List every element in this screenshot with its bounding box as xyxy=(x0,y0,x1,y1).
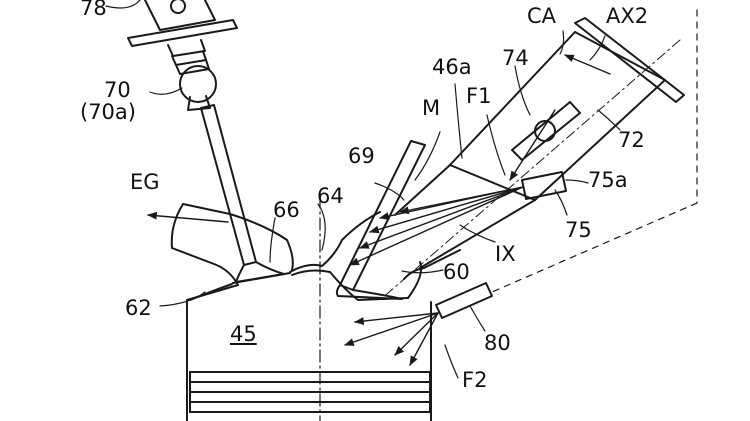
label-72: 72 xyxy=(618,128,645,152)
exhaust-valve xyxy=(200,104,291,284)
label-ax2: AX2 xyxy=(606,4,649,28)
rocker-arm-assembly xyxy=(127,0,238,75)
label-62: 62 xyxy=(125,296,152,320)
tumble-valve xyxy=(511,101,581,161)
pivot-ball xyxy=(179,65,217,103)
label-f2: F2 xyxy=(462,368,488,392)
intake-valve xyxy=(335,140,426,300)
label-64: 64 xyxy=(317,184,344,208)
label-m: M xyxy=(422,96,441,120)
label-66: 66 xyxy=(273,198,300,222)
label-46a: 46a xyxy=(432,55,472,79)
label-70a: (70a) xyxy=(80,100,136,124)
leader-lines xyxy=(105,0,621,379)
injector-80 xyxy=(435,282,493,319)
injector-75 xyxy=(521,171,567,200)
label-60: 60 xyxy=(443,260,470,284)
label-74: 74 xyxy=(502,46,529,70)
label-f1: F1 xyxy=(466,84,492,108)
spray-arrows-75 xyxy=(349,186,524,266)
label-ix: IX xyxy=(495,242,516,266)
exhaust-port xyxy=(170,203,294,301)
airflow-arrows xyxy=(147,54,611,223)
label-ca: CA xyxy=(527,4,557,28)
intake-runner xyxy=(394,17,685,269)
cylinder-bore xyxy=(189,301,432,421)
intake-axis xyxy=(379,39,681,301)
label-69: 69 xyxy=(348,144,375,168)
detail-boundary xyxy=(491,9,698,293)
label-75: 75 xyxy=(565,218,592,242)
label-eg: EG xyxy=(130,170,160,194)
label-78: 78 xyxy=(80,0,107,20)
label-80: 80 xyxy=(484,331,511,355)
label-75a: 75a xyxy=(588,168,628,192)
spray-arrows-80 xyxy=(344,312,439,366)
label-70: 70 xyxy=(104,78,131,102)
label-45: 45 xyxy=(230,322,257,346)
